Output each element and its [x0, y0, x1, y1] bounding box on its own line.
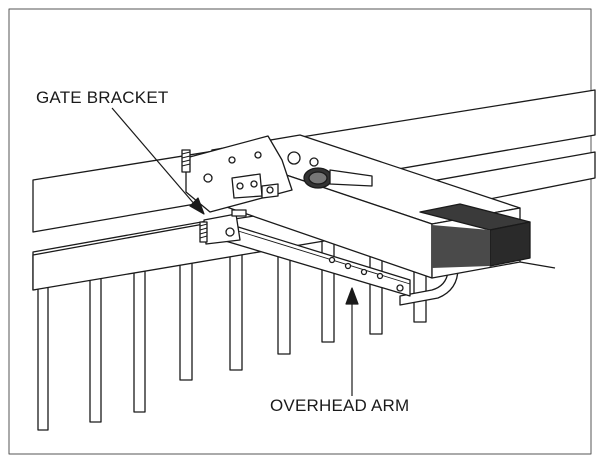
overhead-arm-leader: [345, 287, 359, 396]
overhead-arm-label: OVERHEAD ARM: [270, 396, 410, 415]
motor-end-front-face: [432, 225, 490, 268]
arm-holes: [328, 256, 384, 280]
arm-end-bracket: [203, 213, 241, 245]
gate-bracket-leader: [111, 107, 205, 215]
figure-border: [8, 8, 592, 455]
motor-end-front: [489, 221, 531, 267]
gate-bracket-label: GATE BRACKET: [36, 88, 169, 107]
bracket-bolt: [203, 173, 213, 183]
